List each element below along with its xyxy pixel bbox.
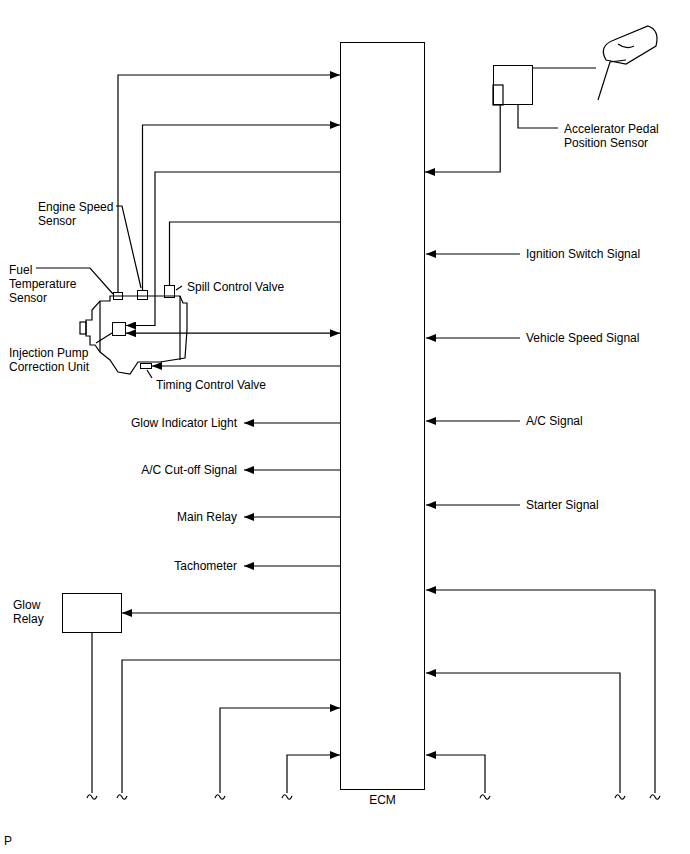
figure-code: P: [4, 834, 12, 848]
pump-flange: [100, 296, 180, 360]
wire-break: [117, 795, 127, 800]
signal-connector: [152, 365, 340, 366]
signal-wire: [426, 337, 520, 338]
wire: [220, 708, 340, 793]
part-label: Engine Speed Sensor: [38, 200, 120, 228]
signal-name: A/C Cut-off Signal: [141, 463, 237, 477]
sensor-box: Accelerator Pedal Position Sensor: [493, 65, 533, 105]
signal-wire: [244, 422, 340, 423]
signal-name: Tachometer: [174, 559, 237, 573]
signal-connector: [170, 222, 341, 285]
sensor-link: [533, 67, 596, 68]
signal-connector: [118, 75, 340, 292]
leader-line: [116, 206, 141, 288]
signal-wire: [426, 420, 520, 421]
leader-line: [147, 370, 152, 378]
valve-box: Spill Control Valve: [164, 285, 175, 298]
wire-break: [87, 795, 97, 800]
signal-name: A/C Signal: [526, 414, 583, 428]
signal-wire: [426, 253, 520, 254]
pump-shaft: [80, 322, 86, 334]
foot: [603, 26, 657, 64]
wire: [287, 755, 340, 793]
signal-wire: [244, 516, 340, 517]
part-label: Spill Control Valve: [187, 280, 284, 294]
wire-break: [650, 795, 660, 800]
part-label: Timing Control Valve: [156, 378, 266, 392]
signal-connector: [126, 333, 340, 334]
wire: [426, 755, 485, 793]
part-label: ECM: [369, 793, 396, 807]
ecm-box: ECM: [340, 42, 425, 790]
wire: [122, 660, 340, 793]
wire: [426, 590, 655, 793]
signal-name: Main Relay: [177, 510, 237, 524]
relay-box: Glow Relay: [62, 593, 122, 633]
signal-name: Ignition Switch Signal: [526, 247, 640, 261]
signal-name: Starter Signal: [526, 498, 599, 512]
sensor-box: Engine Speed Sensor: [137, 290, 148, 300]
leader-line: [96, 333, 112, 343]
wire: [426, 673, 620, 793]
wire-break: [615, 795, 625, 800]
signal-connector: [143, 125, 341, 290]
signal-connector: [122, 612, 340, 613]
signal-connector: [425, 105, 500, 172]
part-label: Glow Relay: [13, 598, 59, 626]
signal-wire: [426, 504, 520, 505]
correction-unit-box: Injection Pump Correction Unit: [112, 322, 126, 336]
accelerator-pedal: [598, 60, 626, 100]
leader-line: [176, 286, 182, 290]
wire-break: [215, 795, 225, 800]
part-label: Injection Pump Correction Unit: [9, 346, 119, 374]
signal-wire: [244, 565, 340, 566]
valve-box: Timing Control Valve: [140, 363, 152, 369]
signal-wire: [244, 469, 340, 470]
wire: [91, 633, 92, 793]
sensor-box: Fuel Temperature Sensor: [113, 292, 123, 300]
injection-pump: [86, 296, 187, 374]
part-label: Accelerator Pedal Position Sensor: [564, 122, 682, 150]
signal-connector: [126, 172, 340, 326]
sensor-connector: [493, 85, 503, 105]
wire-break: [480, 795, 490, 800]
signal-name: Vehicle Speed Signal: [526, 331, 639, 345]
signal-name: Glow Indicator Light: [131, 416, 237, 430]
wire-break: [282, 795, 292, 800]
part-label: Fuel Temperature Sensor: [9, 263, 87, 305]
leader-line: [518, 105, 558, 128]
